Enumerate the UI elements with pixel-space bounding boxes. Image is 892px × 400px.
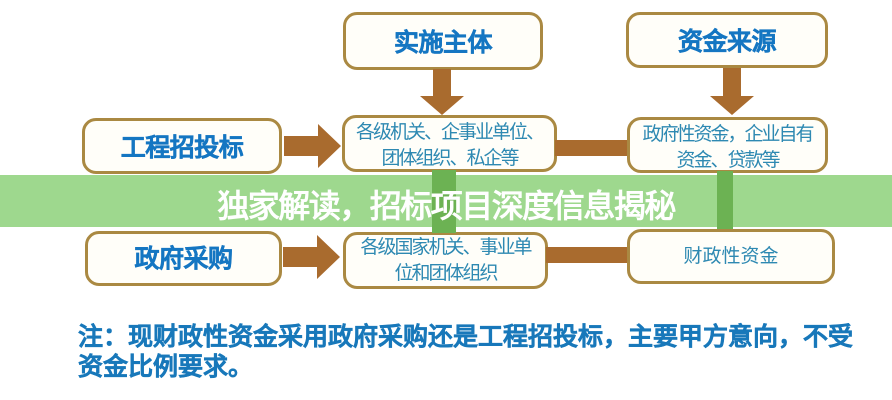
footnote-line: 资金比例要求。	[78, 353, 254, 381]
footnote-line: 注：现财政性资金采用政府采购还是工程招投标，主要甲方意向，不受	[78, 323, 854, 351]
connector-vertical-right	[717, 171, 733, 229]
node-line: 团体组织、私企等	[381, 148, 519, 169]
node-row1-entities: 各级机关、企事业单位、 团体组织、私企等	[342, 115, 557, 172]
node-row1-funds: 政府性资金，企业自有 资金、贷款等	[627, 117, 828, 173]
footnote: 注：现财政性资金采用政府采购还是工程招投标，主要甲方意向，不受 资金比例要求。	[78, 322, 888, 382]
node-row2-entities: 各级国家机关、事业单 位和团体组织	[343, 232, 548, 289]
node-fiscal-funds: 财政性资金	[627, 229, 835, 284]
node-funding-source: 资金来源	[626, 12, 828, 68]
node-label: 资金来源	[677, 28, 777, 56]
node-label: 工程招投标	[120, 134, 244, 162]
arrow-right-row1	[284, 124, 341, 168]
node-line: 政府性资金，企业自有	[642, 123, 814, 145]
node-line: 资金、贷款等	[676, 149, 780, 171]
connector-horizontal-row2	[546, 247, 627, 263]
banner-title: 独家解读，招标项目深度信息揭秘	[217, 187, 676, 224]
node-line: 位和团体组织	[394, 262, 498, 284]
arrow-right-row2	[283, 235, 340, 279]
node-line: 各级机关、企事业单位、	[355, 122, 545, 143]
node-government-procurement: 政府采购	[85, 231, 282, 286]
node-label: 政府采购	[134, 244, 233, 273]
connector-horizontal-row1	[555, 140, 628, 156]
node-line: 各级国家机关、事业单	[360, 236, 532, 258]
node-label: 财政性资金	[683, 245, 779, 267]
node-implementation-subject: 实施主体	[343, 12, 543, 70]
node-engineering-bidding: 工程招投标	[82, 118, 282, 174]
connector-vertical-left	[432, 170, 456, 233]
arrow-down-right	[710, 68, 754, 115]
arrow-down-left	[420, 69, 464, 115]
node-label: 实施主体	[393, 29, 493, 57]
